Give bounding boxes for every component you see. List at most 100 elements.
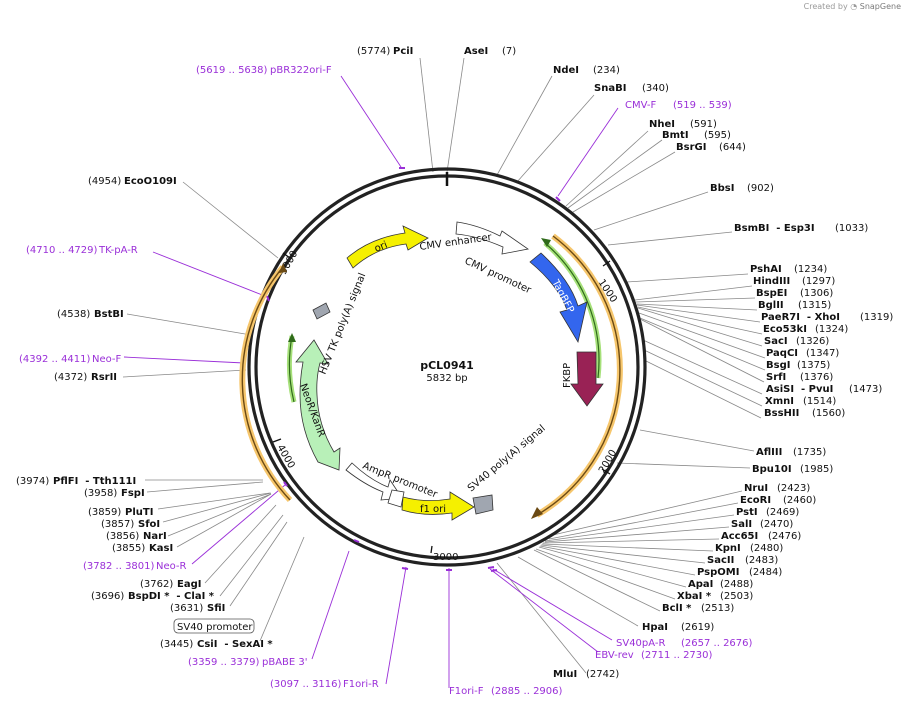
site-name: Acc65I (721, 531, 758, 542)
site-leader-lines (122, 57, 766, 674)
tick-3000: 3000 (433, 552, 458, 563)
site-pos: (4372) (54, 372, 87, 383)
primer-range: (3097 .. 3116) (270, 679, 342, 690)
site-name: MluI (553, 669, 577, 680)
site-pos: (1347) (806, 348, 839, 359)
feature-cmv-enhancer: CMV enhancer (419, 232, 493, 253)
primer-marks (242, 167, 561, 572)
credit-brand: SnapGene (859, 2, 901, 11)
site-pos: (1473) (849, 384, 882, 395)
site-pos: (1514) (803, 396, 836, 407)
primer-leader-lines (123, 75, 619, 688)
site-pos: (1306) (800, 288, 833, 299)
primer-name: F1ori-F (449, 686, 484, 697)
sv40-promoter-callout: SV40 promoter (173, 618, 255, 634)
plasmid-length: 5832 bp (426, 373, 467, 384)
primer-name: CMV-F (625, 100, 656, 111)
site-name: PluTI (125, 507, 153, 518)
site-name: BspEI (756, 288, 787, 299)
site-name: NarI (143, 531, 167, 542)
site-name: PflFI - Tth111I (53, 476, 136, 487)
site-name: BsrGI (676, 142, 706, 153)
primer-name: Neo-F (92, 354, 122, 365)
backbone-outer (247, 167, 647, 567)
snapgene-credit: Created by ◔ SnapGene (804, 2, 901, 11)
site-pos: (4538) (57, 309, 90, 320)
site-pos: (2480) (750, 543, 783, 554)
sv40-promoter-label: SV40 promoter (177, 622, 253, 633)
site-name: NruI (744, 483, 768, 494)
site-pos: (644) (719, 142, 746, 153)
primer-name: EBV-rev (595, 650, 634, 661)
primer-range: (3359 .. 3379) (188, 657, 260, 668)
site-name: NdeI (553, 65, 579, 76)
primer-range: (519 .. 539) (673, 100, 732, 111)
site-name: RsrII (91, 372, 117, 383)
site-pos: (3631) (170, 603, 203, 614)
site-pos: (3856) (106, 531, 139, 542)
site-name: BclI * (662, 603, 692, 614)
site-pos: (1297) (802, 276, 835, 287)
site-pos: (2423) (777, 483, 810, 494)
site-name: BssHII (764, 408, 799, 419)
site-pos: (5774) (357, 46, 390, 57)
primer-name: F1ori-R (343, 679, 379, 690)
site-name: SrfI (766, 372, 786, 383)
site-pos: (3445) (160, 639, 193, 650)
site-name: KpnI (715, 543, 741, 554)
primer-range: (4710 .. 4729) (26, 245, 98, 256)
site-name: XmnI (765, 396, 794, 407)
site-pos: (2460) (783, 495, 816, 506)
orf-arcs (239, 233, 623, 518)
site-pos: (1324) (815, 324, 848, 335)
site-pos: (2469) (766, 507, 799, 518)
feature-cmv-promoter: CMV promoter (463, 256, 534, 297)
site-pos: (3857) (101, 519, 134, 530)
primer-labels: (5619 .. 5638) pBR322ori-F CMV-F (519 ..… (19, 65, 753, 697)
site-pos: (1376) (800, 372, 833, 383)
position-ticks (272, 252, 611, 554)
site-labels: (5774) PciI AseI (7) NdeI (234) SnaBI (3… (16, 46, 893, 680)
feature-sv40-polya: SV40 poly(A) signal (466, 423, 548, 494)
site-name: PspOMI (697, 567, 739, 578)
site-pos: (591) (690, 119, 717, 130)
site-name: SfiI (207, 603, 225, 614)
site-name: PstI (736, 507, 758, 518)
site-pos: (595) (704, 130, 731, 141)
site-pos: (2513) (701, 603, 734, 614)
site-pos: (2488) (720, 579, 753, 590)
site-pos: (1315) (798, 300, 831, 311)
primer-name: pBABE 3' (262, 657, 308, 668)
site-name: EagI (177, 579, 201, 590)
site-pos: (2470) (760, 519, 793, 530)
feature-fkbp: FKBP (562, 363, 573, 388)
site-pos: (1735) (793, 447, 826, 458)
primer-range: (4392 .. 4411) (19, 354, 91, 365)
site-name: PaqCI (766, 348, 798, 359)
site-pos: (2742) (586, 669, 619, 680)
site-pos: (3762) (140, 579, 173, 590)
primer-name: TK-pA-R (98, 245, 138, 256)
primer-name: SV40pA-R (616, 638, 665, 649)
site-name: BsgI (766, 360, 790, 371)
primer-range: (3782 .. 3801) (83, 561, 155, 572)
site-name: PaeR7I - XhoI (761, 312, 840, 323)
primer-range: (2885 .. 2906) (491, 686, 563, 697)
site-pos: (3696) (91, 591, 124, 602)
site-pos: (2503) (720, 591, 753, 602)
site-name: SnaBI (594, 83, 626, 94)
site-name: SacII (707, 555, 734, 566)
site-pos: (1319) (860, 312, 893, 323)
site-name: FspI (121, 488, 145, 499)
site-name: PshAI (750, 264, 782, 275)
site-name: AsiSI - PvuI (766, 384, 833, 395)
site-name: BsmBI - Esp3I (734, 223, 815, 234)
site-name: KasI (149, 543, 173, 554)
feature-arrows (295, 221, 604, 521)
snapgene-logo-icon: ◔ (850, 2, 858, 11)
feature-f1-ori: f1 ori (420, 504, 446, 515)
site-name: HindIII (753, 276, 790, 287)
site-pos: (2483) (745, 555, 778, 566)
site-pos: (2476) (768, 531, 801, 542)
